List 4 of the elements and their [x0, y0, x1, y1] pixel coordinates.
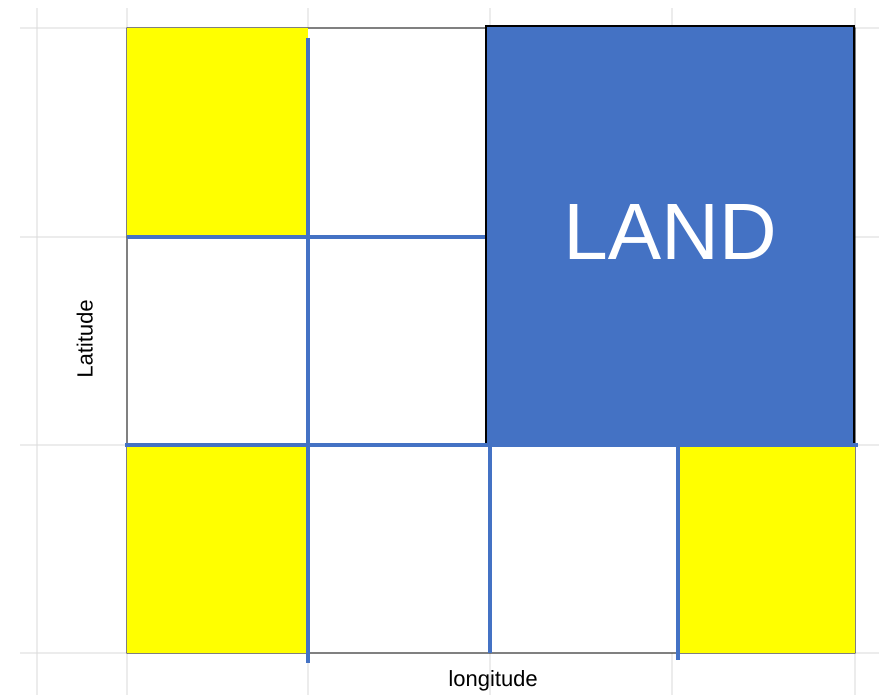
- axis-label: Latitude: [72, 298, 98, 378]
- land-area: [485, 25, 855, 445]
- axis-label: longitude: [448, 664, 538, 693]
- land-label: LAND: [563, 192, 777, 272]
